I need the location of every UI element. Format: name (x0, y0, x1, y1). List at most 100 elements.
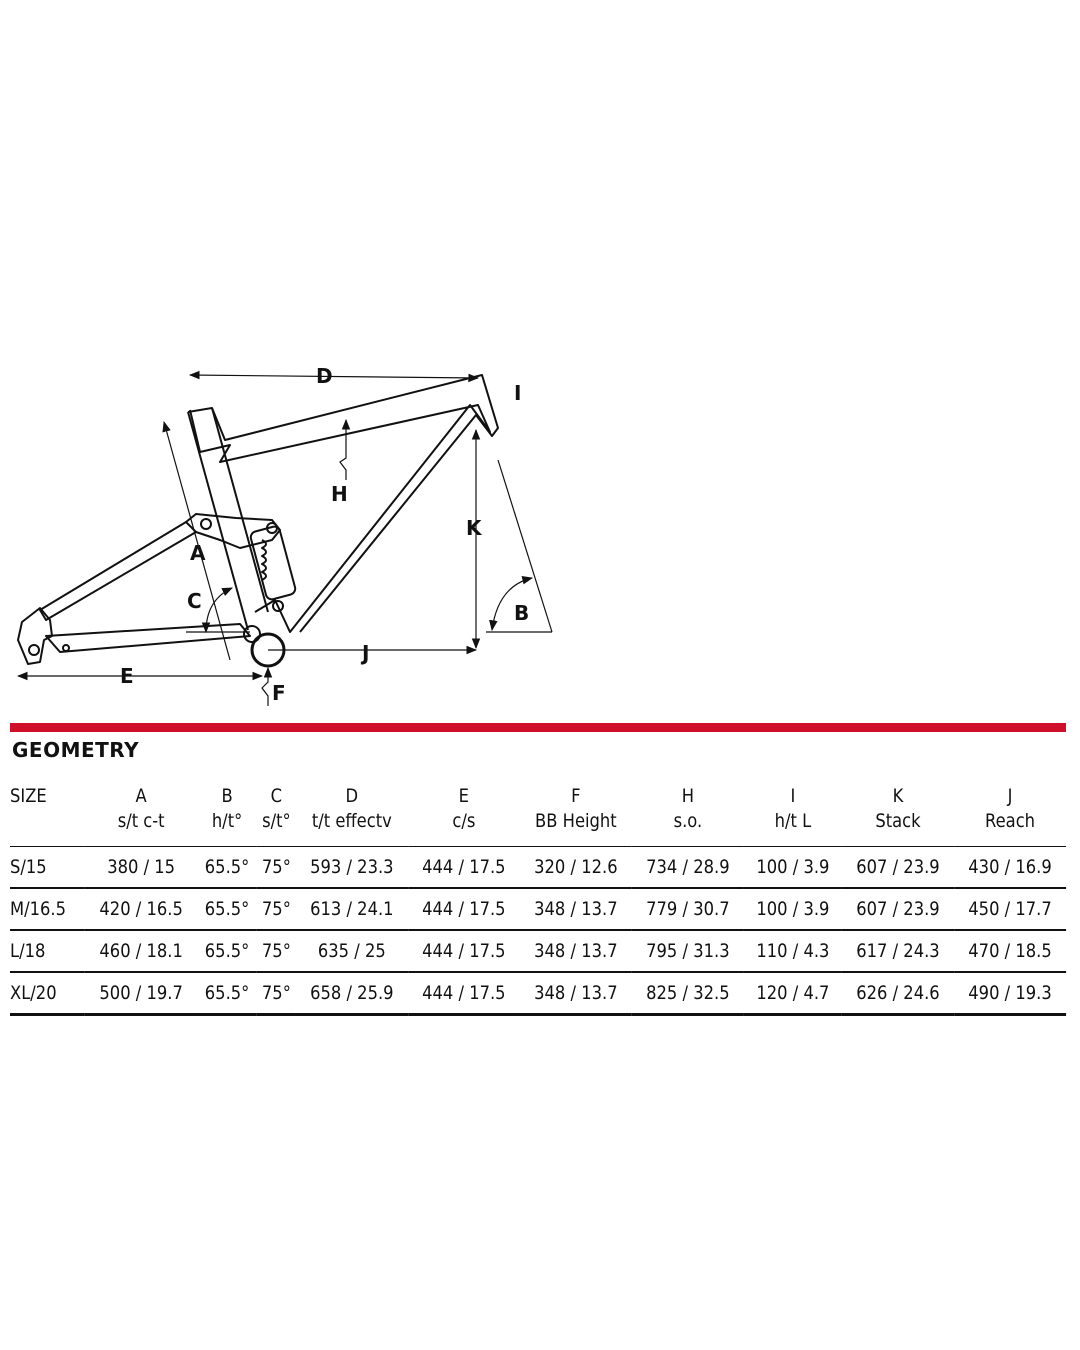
table-cell: 617 / 24.3 (841, 930, 954, 973)
table-cell: 490 / 19.3 (953, 972, 1067, 1016)
dim-b-arc (489, 576, 534, 632)
table-cell: 734 / 28.9 (631, 846, 744, 889)
frame-outline (187, 374, 499, 633)
table-cell: 444 / 17.5 (407, 888, 520, 931)
table-cell: 75° (256, 972, 296, 1016)
table-cell: 635 / 25 (295, 930, 408, 973)
table-cell: 444 / 17.5 (407, 972, 520, 1016)
label-i: I (514, 381, 521, 405)
column-key: F (571, 785, 581, 807)
shock (249, 525, 297, 601)
table-cell: 65.5° (197, 972, 257, 1016)
column-header-j: J Reach (954, 784, 1066, 847)
column-key: D (345, 785, 359, 807)
table-cell: 430 / 16.9 (953, 846, 1067, 889)
table-cell: 444 / 17.5 (407, 930, 520, 973)
rocker-link (185, 513, 281, 549)
table-cell: 320 / 12.6 (519, 846, 632, 889)
table-cell: 75° (256, 888, 296, 931)
column-description: h/t L (774, 810, 812, 832)
table-cell: 658 / 25.9 (295, 972, 408, 1016)
dropout (17, 607, 53, 665)
table-cell: 825 / 32.5 (631, 972, 744, 1016)
column-key: I (790, 785, 796, 807)
table-cell: 100 / 3.9 (743, 846, 842, 889)
seat-tube (187, 411, 249, 631)
column-description: h/t° (211, 810, 243, 832)
table-cell: 607 / 23.9 (841, 888, 954, 931)
table-cell: 380 / 15 (85, 846, 198, 889)
table-cell: 110 / 4.3 (743, 930, 842, 973)
table-cell: 460 / 18.1 (85, 930, 198, 973)
dim-d-line (188, 370, 480, 383)
column-key: C (270, 785, 283, 807)
table-cell: 348 / 13.7 (519, 972, 632, 1016)
table-cell: 65.5° (197, 930, 257, 973)
dim-h-line (339, 418, 351, 480)
seat-stay (39, 521, 197, 621)
column-key: E (458, 785, 470, 807)
section-divider (10, 723, 1066, 732)
label-d: D (316, 364, 333, 388)
column-header-k: K Stack (842, 784, 954, 847)
frame-geometry-diagram: D I H K A C B J E F (16, 364, 553, 706)
table-cell: 420 / 16.5 (85, 888, 198, 931)
column-description: Reach (985, 810, 1036, 832)
column-key: B (221, 785, 233, 807)
column-key: SIZE (10, 785, 47, 807)
table-cell: 348 / 13.7 (519, 930, 632, 973)
label-a: A (190, 541, 206, 565)
table-cell: 444 / 17.5 (407, 846, 520, 889)
label-c: C (187, 589, 202, 613)
column-header-size: SIZE (10, 784, 85, 847)
table-cell: 607 / 23.9 (841, 846, 954, 889)
label-k: K (466, 516, 483, 540)
column-description: t/t effectv (311, 810, 392, 832)
label-e: E (120, 664, 134, 688)
column-description: s/t c-t (117, 810, 165, 832)
table-cell: 779 / 30.7 (631, 888, 744, 931)
table-cell: 120 / 4.7 (743, 972, 842, 1016)
size-cell: M/16.5 (10, 888, 86, 931)
size-cell: S/15 (10, 846, 86, 889)
table-cell: 65.5° (197, 846, 257, 889)
table-cell: 470 / 18.5 (953, 930, 1067, 973)
column-description: Stack (875, 810, 921, 832)
section-title: GEOMETRY (12, 738, 140, 762)
size-cell: XL/20 (10, 972, 86, 1016)
table-cell: 500 / 19.7 (85, 972, 198, 1016)
column-description: s/t° (262, 810, 291, 832)
size-cell: L/18 (10, 930, 86, 973)
dim-f-line (261, 666, 273, 706)
column-key: J (1007, 785, 1013, 807)
column-key: H (681, 785, 695, 807)
column-description: c/s (452, 810, 476, 832)
table-cell: 593 / 23.3 (295, 846, 408, 889)
column-key: K (892, 785, 904, 807)
table-cell: 75° (256, 930, 296, 973)
label-j: J (360, 641, 369, 665)
label-f: F (272, 681, 286, 705)
label-h: H (331, 482, 348, 506)
table-cell: 100 / 3.9 (743, 888, 842, 931)
column-key: A (135, 785, 147, 807)
top-tube (189, 404, 491, 633)
table-cell: 75° (256, 846, 296, 889)
dim-c-arc (201, 587, 233, 634)
column-description: s.o. (673, 810, 703, 832)
table-cell: 348 / 13.7 (519, 888, 632, 931)
table-cell: 613 / 24.1 (295, 888, 408, 931)
